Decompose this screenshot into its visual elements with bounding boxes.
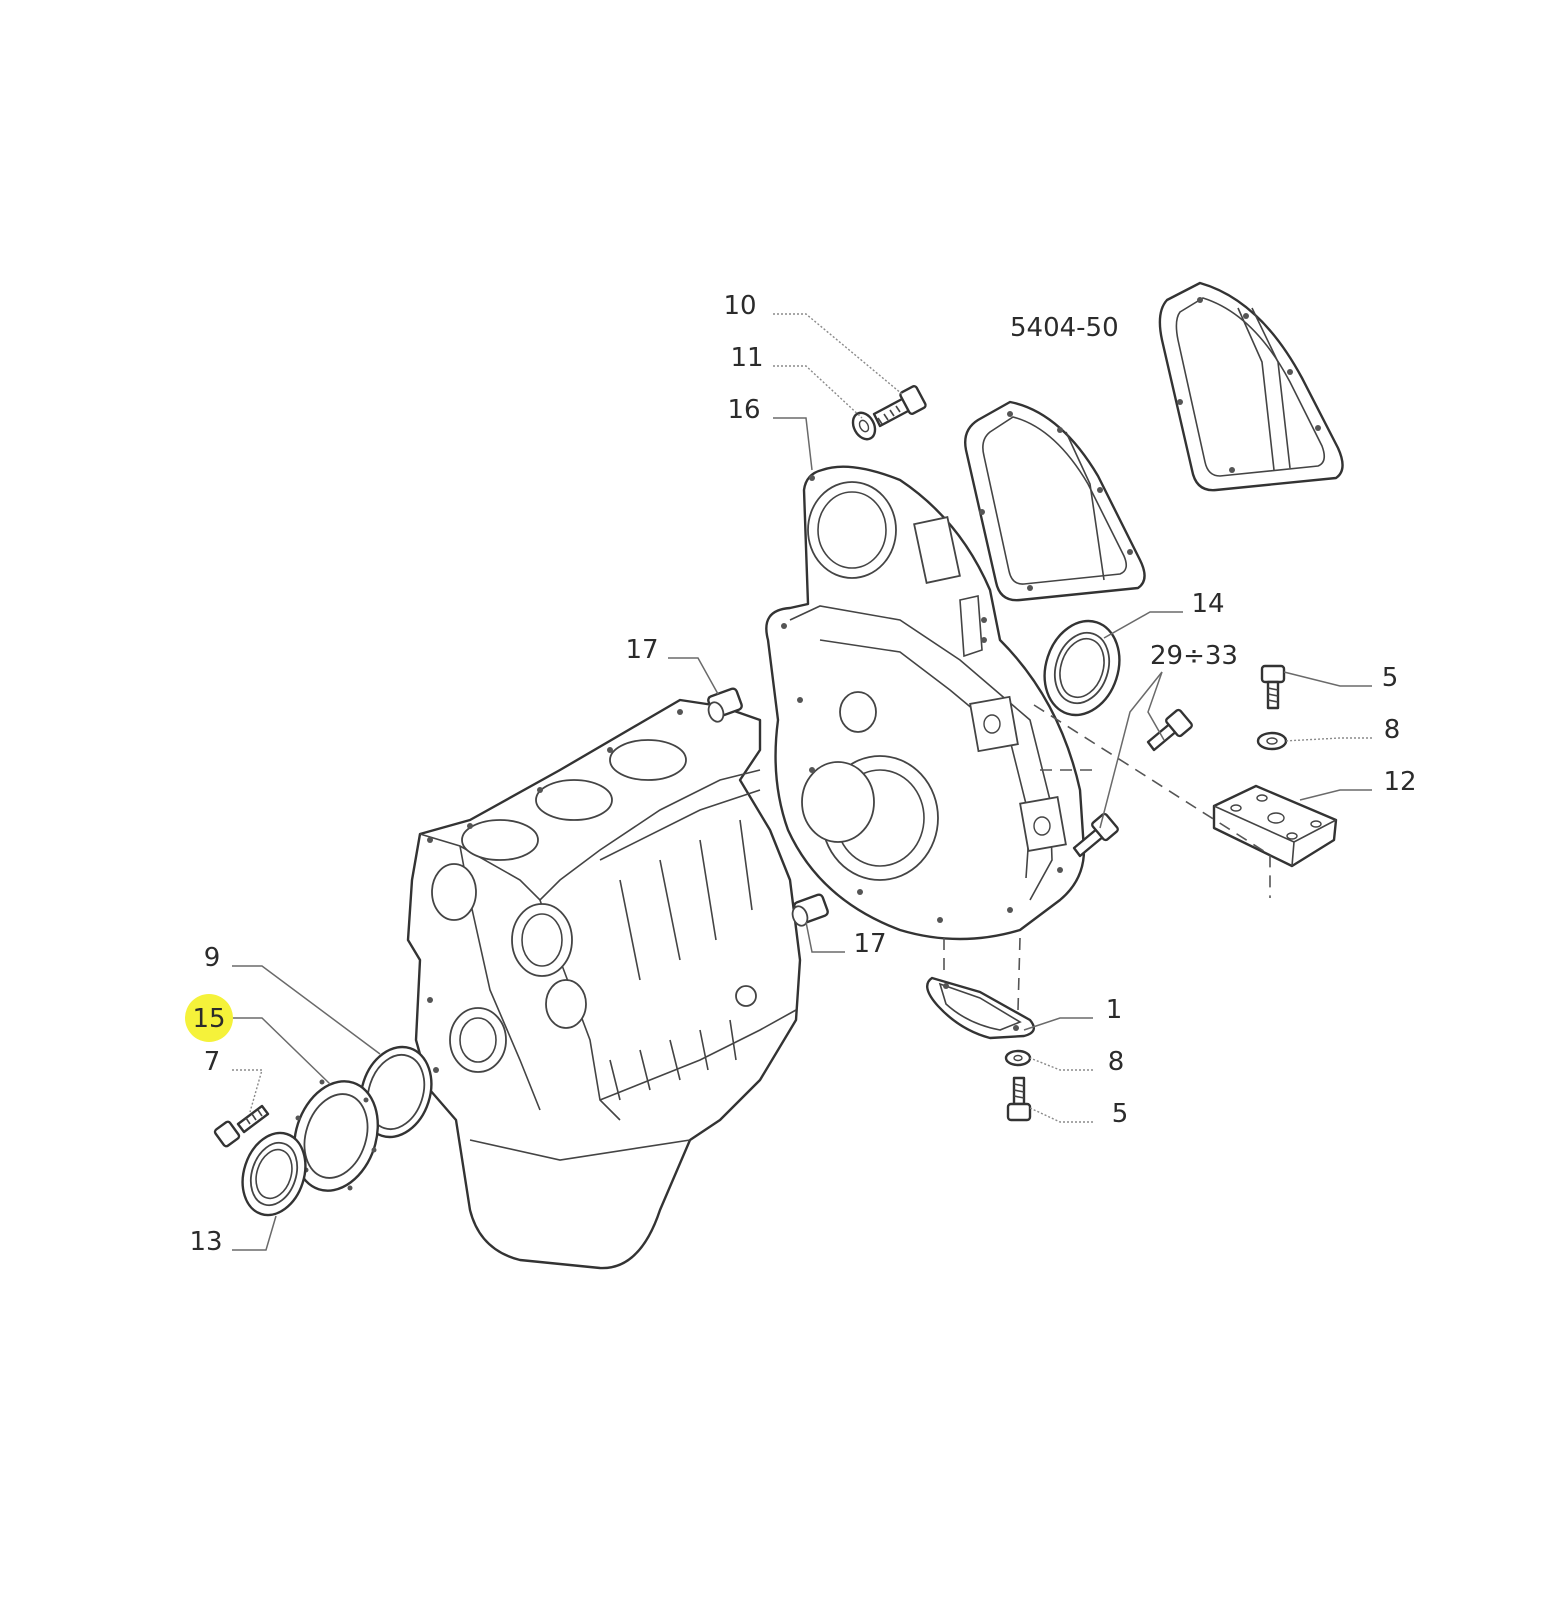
callout-8-upper[interactable]: 8: [1384, 715, 1401, 745]
callout-highlight: [185, 994, 233, 1042]
callout-17-lower[interactable]: 17: [853, 929, 886, 959]
callout-13[interactable]: 13: [189, 1227, 222, 1257]
callout-29-33[interactable]: 29÷33: [1150, 641, 1238, 671]
bolt-5-lower: [1006, 1076, 1032, 1122]
callout-15[interactable]: 15: [192, 1004, 225, 1034]
callout-labels: 10 11 16 14 17 29÷33 5 8 12 17 9 15 7 1 …: [189, 291, 1416, 1257]
seal-ring-14: [1043, 619, 1121, 717]
callout-9[interactable]: 9: [204, 943, 221, 973]
callout-16[interactable]: 16: [727, 395, 760, 425]
dowel-sleeve-upper: [707, 687, 743, 723]
callout-7[interactable]: 7: [204, 1047, 221, 1077]
callout-8-lower[interactable]: 8: [1108, 1047, 1125, 1077]
callout-1[interactable]: 1: [1106, 995, 1123, 1025]
bolt-29-33-lower: [1072, 812, 1119, 858]
washer-8-lower: [1004, 1049, 1032, 1067]
assembly-lines: [943, 704, 1271, 1011]
callout-5-upper[interactable]: 5: [1382, 663, 1399, 693]
flywheel-housing: [765, 465, 1086, 941]
bolt-5-upper: [1260, 664, 1286, 710]
leader-lines: [232, 313, 1372, 1251]
washer-11: [851, 411, 877, 441]
seal-ring-13: [241, 1131, 307, 1217]
callout-14[interactable]: 14: [1191, 589, 1224, 619]
bolt-7: [213, 1104, 270, 1148]
cover-gasket-large: [1158, 281, 1344, 492]
plate-12: [1212, 784, 1338, 868]
washer-8-upper: [1256, 731, 1288, 751]
cover-gasket-medium: [964, 400, 1146, 602]
group-code: 5404-50: [1010, 313, 1119, 343]
seal-carrier-15: [293, 1079, 379, 1192]
callout-10[interactable]: 10: [723, 291, 756, 321]
bolt-29-33-upper: [1146, 708, 1193, 752]
dowel-sleeve-lower: [791, 893, 829, 927]
bolt-10: [872, 385, 927, 428]
engine-block: [406, 698, 802, 1270]
callout-17-upper[interactable]: 17: [625, 635, 658, 665]
callout-11[interactable]: 11: [730, 343, 763, 373]
callout-12[interactable]: 12: [1383, 767, 1416, 797]
callout-5-lower[interactable]: 5: [1112, 1099, 1129, 1129]
gasket-ring-9: [359, 1045, 433, 1139]
